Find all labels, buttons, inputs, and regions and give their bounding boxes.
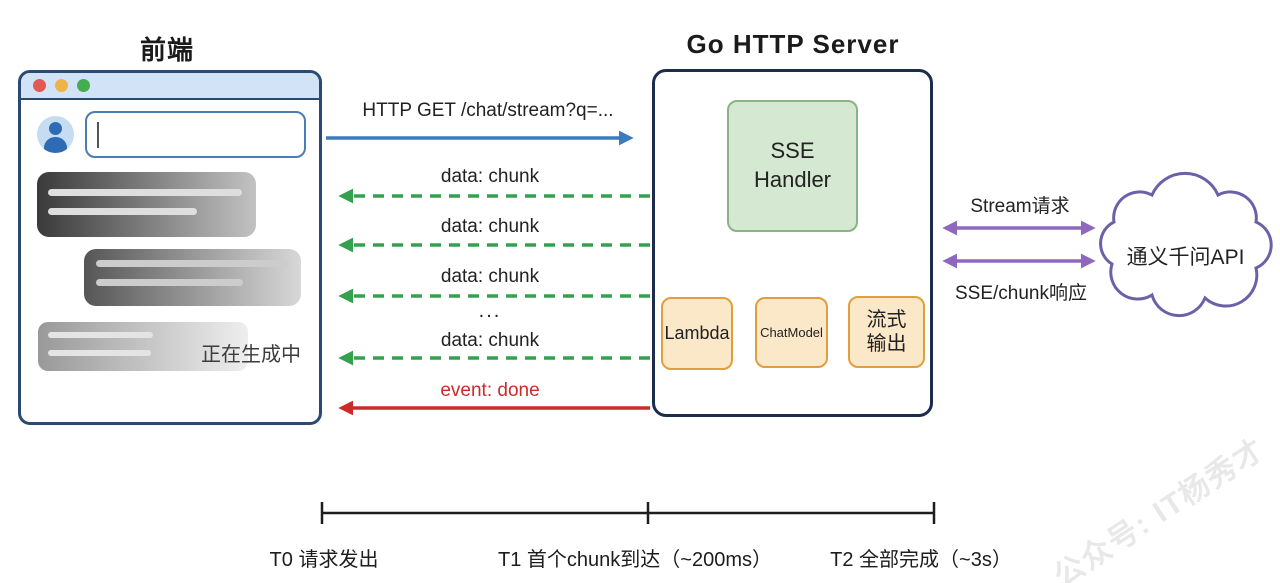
sse-handler-label-line2: Handler [753,167,832,192]
stream-output-label-line2: 输出 [866,333,907,355]
chunk-label-2: data: chunk [440,216,540,237]
generating-status-label: 正在生成中 [201,344,301,366]
window-maximize-icon [77,79,90,92]
bubble-text-line [96,279,243,286]
http-request-label: HTTP GET /chat/stream?q=... [362,100,614,121]
bubble-text-line [48,189,242,196]
frontend-browser-window: 正在生成中 [18,70,322,425]
stream-output-box: 流式 输出 [848,296,925,368]
chatmodel-box: ChatModel [755,297,828,368]
sse-response-label: SSE/chunk响应 [955,283,1087,304]
timeline-t1-label: T1 首个chunk到达（~200ms） [498,549,772,571]
watermark: 公众号: IT杨秀才 [1048,432,1272,583]
timeline-axis [320,502,936,524]
chat-bubble-1 [37,172,256,237]
avatar-head [49,122,62,135]
chunk-ellipsis: ... [478,300,502,322]
event-done-label: event: done [440,380,540,401]
user-avatar-icon [37,116,74,153]
chat-bubble-3 [38,322,248,371]
text-caret [97,122,99,148]
timeline-t0-label: T0 请求发出 [269,549,379,571]
bubble-text-line [48,350,151,356]
chunk-label-1: data: chunk [440,166,540,187]
bubble-text-line [48,332,153,338]
avatar-torso [44,137,67,153]
frontend-title: 前端 [139,35,194,65]
sse-handler-label-line1: SSE [770,138,815,164]
window-minimize-icon [55,79,68,92]
window-close-icon [33,79,46,92]
chat-input [85,111,306,158]
chat-bubble-2 [84,249,301,306]
timeline-t2-label: T2 全部完成（~3s） [830,549,1012,571]
lambda-box: Lambda [661,297,733,370]
bubble-text-line [48,208,197,215]
stream-output-label-line1: 流式 [866,309,907,331]
chunk-label-3: data: chunk [440,266,540,287]
chunk-label-4: data: chunk [440,330,540,351]
bubble-text-line [96,260,288,267]
browser-titlebar [21,73,319,100]
api-cloud-label: 通义千问API [1126,246,1245,269]
stream-request-label: Stream请求 [970,196,1070,217]
server-title: Go HTTP Server [686,29,900,59]
sse-handler-box: SSE Handler [727,100,858,232]
